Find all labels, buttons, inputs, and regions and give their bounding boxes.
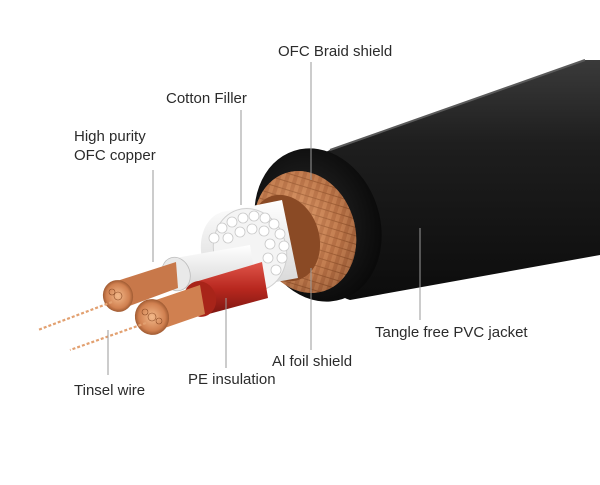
tinsel-wires bbox=[38, 302, 146, 350]
label-braid-shield: OFC Braid shield bbox=[278, 42, 392, 61]
label-cotton-filler: Cotton Filler bbox=[166, 89, 247, 108]
label-pe-insulation: PE insulation bbox=[188, 370, 276, 389]
label-pvc-jacket: Tangle free PVC jacket bbox=[375, 323, 528, 342]
label-tinsel-wire: Tinsel wire bbox=[74, 381, 145, 400]
label-ofc-copper: High purity OFC copper bbox=[74, 127, 156, 165]
label-foil-shield: Al foil shield bbox=[272, 352, 352, 371]
